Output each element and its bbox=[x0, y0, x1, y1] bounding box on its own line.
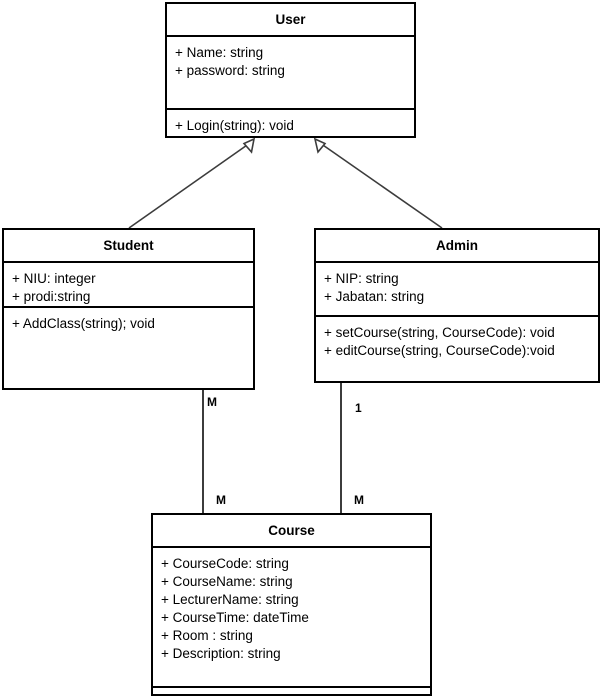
class-attributes-course: + CourseCode: string + CourseName: strin… bbox=[153, 548, 430, 688]
generalization-student-to-user bbox=[128, 137, 256, 229]
class-operations-user: + Login(string): void bbox=[167, 110, 414, 141]
class-attributes-student: + NIU: integer + prodi:string bbox=[4, 263, 253, 308]
class-box-course[interactable]: Course + CourseCode: string + CourseName… bbox=[151, 513, 432, 696]
class-operations-course bbox=[153, 688, 430, 698]
attribute-row: + Jabatan: string bbox=[324, 288, 425, 304]
attribute-row: + Name: string bbox=[175, 44, 264, 60]
multiplicity-course-from-admin: M bbox=[354, 493, 364, 507]
multiplicity-admin-top: 1 bbox=[355, 401, 362, 415]
class-box-user[interactable]: User + Name: string + password: string +… bbox=[165, 2, 416, 138]
hollow-triangle-arrowhead-icon bbox=[313, 137, 327, 154]
attribute-row: + CourseName: string bbox=[161, 573, 293, 589]
operation-row: + editCourse(string, CourseCode):void bbox=[324, 342, 555, 358]
class-box-student[interactable]: Student + NIU: integer + prodi:string + … bbox=[2, 228, 255, 390]
association-student-course-line bbox=[202, 390, 204, 514]
class-box-admin[interactable]: Admin + NIP: string + Jabatan: string + … bbox=[314, 228, 600, 383]
operation-row: + setCourse(string, CourseCode): void bbox=[324, 324, 555, 340]
operation-row: + AddClass(string); void bbox=[12, 315, 155, 331]
class-operations-student: + AddClass(string); void bbox=[4, 308, 253, 339]
multiplicity-course-from-student: M bbox=[216, 493, 226, 507]
operation-row: + Login(string): void bbox=[175, 117, 294, 133]
class-title-course: Course bbox=[153, 515, 430, 548]
multiplicity-student-top: M bbox=[207, 395, 217, 409]
attribute-row: + Description: string bbox=[161, 645, 281, 661]
class-title-user: User bbox=[167, 4, 414, 37]
attribute-row: + CourseTime: dateTime bbox=[161, 609, 309, 625]
class-attributes-user: + Name: string + password: string bbox=[167, 37, 414, 110]
generalization-admin-to-user bbox=[313, 137, 443, 229]
attribute-row: + password: string bbox=[175, 62, 285, 78]
attribute-row: + NIU: integer bbox=[12, 270, 96, 286]
attribute-row: + prodi:string bbox=[12, 288, 91, 304]
class-attributes-admin: + NIP: string + Jabatan: string bbox=[316, 263, 598, 317]
attribute-row: + NIP: string bbox=[324, 270, 399, 286]
hollow-triangle-arrowhead-icon bbox=[242, 137, 256, 154]
class-operations-admin: + setCourse(string, CourseCode): void + … bbox=[316, 317, 598, 366]
attribute-row: + LecturerName: string bbox=[161, 591, 299, 607]
attribute-row: + CourseCode: string bbox=[161, 555, 289, 571]
attribute-row: + Room : string bbox=[161, 627, 253, 643]
class-title-student: Student bbox=[4, 230, 253, 263]
class-title-admin: Admin bbox=[316, 230, 598, 263]
association-admin-course-line bbox=[340, 383, 342, 514]
